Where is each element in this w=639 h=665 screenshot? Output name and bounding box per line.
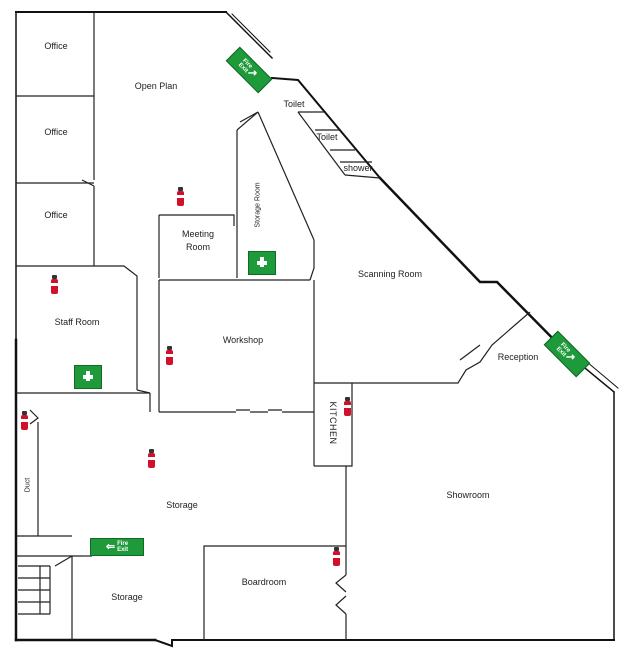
exit-arrow-left-icon: ⇐ <box>105 541 116 553</box>
diag-wall-scanning <box>378 176 570 356</box>
meeting-room-word-2: Room <box>185 242 211 252</box>
fire-extinguisher-icon <box>147 448 156 468</box>
wall-kitchen <box>314 382 353 467</box>
label-office-2: Office <box>44 127 68 137</box>
fire-extinguisher-icon <box>176 186 185 206</box>
door-showroom-1 <box>335 574 347 593</box>
wall-storageroom-top <box>236 111 259 131</box>
door-openplan <box>239 111 259 123</box>
wall-shower-bottom <box>344 174 381 179</box>
first-aid-icon <box>248 251 276 275</box>
wall-meeting-top <box>159 214 235 226</box>
door-office-3 <box>81 179 95 187</box>
diag-wall-top-a <box>224 10 274 60</box>
exit-arrow-icon: ↗ <box>244 65 260 81</box>
label-storage-main: Storage <box>166 500 198 510</box>
wall-toilet-inner <box>297 111 346 176</box>
exit-arrow-icon: ↗ <box>562 349 578 365</box>
outer-wall-bottom <box>153 638 615 648</box>
fire-extinguisher-icon <box>165 345 174 365</box>
exit-word-exit: Exit <box>117 547 129 553</box>
first-aid-icon <box>74 365 102 389</box>
wall-reception-door <box>459 344 481 361</box>
fire-extinguisher-icon <box>332 546 341 566</box>
door-duct <box>29 409 39 425</box>
wall-storage-lower-left <box>71 555 82 640</box>
label-staff-room: Staff Room <box>54 317 100 327</box>
label-boardroom: Boardroom <box>241 577 287 587</box>
wall-staff-room <box>16 265 138 390</box>
label-reception: Reception <box>497 352 539 362</box>
meeting-room-word: Meeting <box>181 229 215 239</box>
label-showroom: Showroom <box>446 490 490 500</box>
label-open-plan: Open Plan <box>134 81 178 91</box>
label-shower: shower <box>343 163 373 173</box>
label-meeting-room-2: Room <box>186 242 210 252</box>
wall-storageroom-diag <box>257 111 315 241</box>
door-showroom-2 <box>335 595 347 615</box>
fire-extinguisher-icon <box>50 274 59 294</box>
label-office-1: Office <box>44 41 68 51</box>
wall-storageroom-right <box>309 240 315 281</box>
fire-extinguisher-icon <box>343 396 352 416</box>
fire-extinguisher-icon <box>20 410 29 430</box>
exit-word-fire: Fire <box>117 541 129 547</box>
label-storage-lower: Storage <box>111 592 143 602</box>
diag-wall-top-b <box>231 13 271 53</box>
label-meeting-room-1: Meeting <box>182 229 214 239</box>
label-workshop: Workshop <box>222 335 264 345</box>
label-toilet-1: Toilet <box>283 99 305 109</box>
label-office-3: Office <box>44 210 68 220</box>
wall-boardroom <box>203 545 346 640</box>
label-kitchen: KITCHEN <box>328 401 338 445</box>
wall-staff-corner <box>136 389 151 394</box>
stairs <box>16 555 73 615</box>
label-storage-room: Storage Room <box>254 182 262 228</box>
label-duct: Duct <box>24 477 32 493</box>
diag-wall-toilets <box>270 76 382 180</box>
label-scanning-room: Scanning Room <box>357 269 423 279</box>
label-toilet-2: Toilet <box>316 132 338 142</box>
wall-scanning-bottom <box>352 311 531 384</box>
